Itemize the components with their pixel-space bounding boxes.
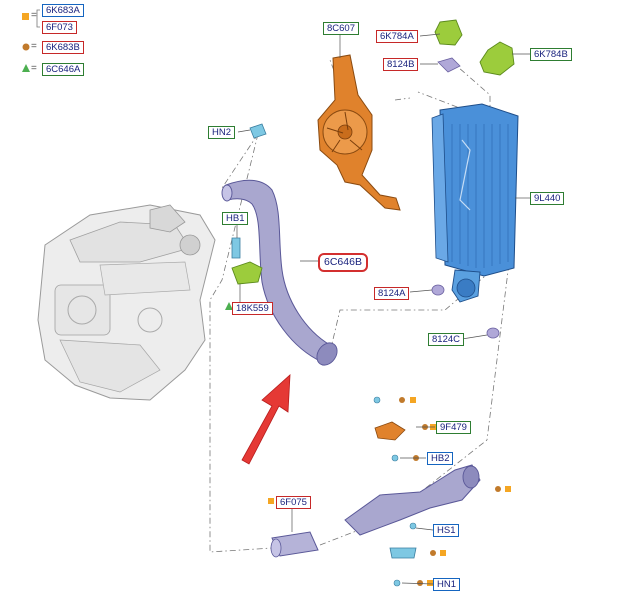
legend-equals: = (31, 41, 37, 52)
charge-pipe-icon (221, 179, 338, 366)
callout-hb1[interactable]: HB1 (222, 212, 249, 225)
callout-9f479[interactable]: 9F479 (436, 421, 471, 434)
callout-6c646b[interactable]: 6C646B (318, 253, 368, 272)
bracket-icon (434, 19, 515, 76)
legend-code-6k683b: 6K683B (42, 41, 84, 54)
callout-hb2[interactable]: HB2 (427, 452, 454, 465)
label-connectors (236, 33, 530, 585)
callout-hn2[interactable]: HN2 (208, 126, 236, 139)
legend-equals: = (31, 63, 37, 74)
legend-code-6c646a: 6C646A (42, 63, 85, 76)
lower-pipe-icon (270, 421, 481, 559)
legend-code-6f073: 6F073 (42, 21, 77, 34)
callout-8124c[interactable]: 8124C (428, 333, 464, 346)
callout-6f075[interactable]: 6F075 (276, 496, 311, 509)
callout-hs1[interactable]: HS1 (433, 524, 460, 537)
callout-6k784a[interactable]: 6K784A (376, 30, 418, 43)
callout-8c607[interactable]: 8C607 (323, 22, 359, 35)
callout-8124a[interactable]: 8124A (374, 287, 410, 300)
callout-hn1[interactable]: HN1 (433, 578, 461, 591)
legend-triangle-icon (22, 64, 30, 72)
legend-circle-icon (22, 43, 30, 51)
engine-icon (37, 204, 216, 401)
legend-code-6k683a: 6K683A (42, 4, 84, 17)
clip-icon (231, 123, 267, 285)
legend-square-icon (22, 13, 29, 20)
callout-9l440[interactable]: 9L440 (530, 192, 565, 205)
callout-8124b[interactable]: 8124B (383, 58, 419, 71)
intercooler-icon (431, 103, 519, 339)
fan-shroud-icon (317, 54, 401, 211)
legend-symbols (22, 9, 233, 310)
legend-equals: = (31, 10, 37, 21)
direction-arrow-icon (241, 374, 291, 465)
callout-18k559[interactable]: 18K559 (232, 302, 273, 315)
callout-6k784b[interactable]: 6K784B (530, 48, 572, 61)
